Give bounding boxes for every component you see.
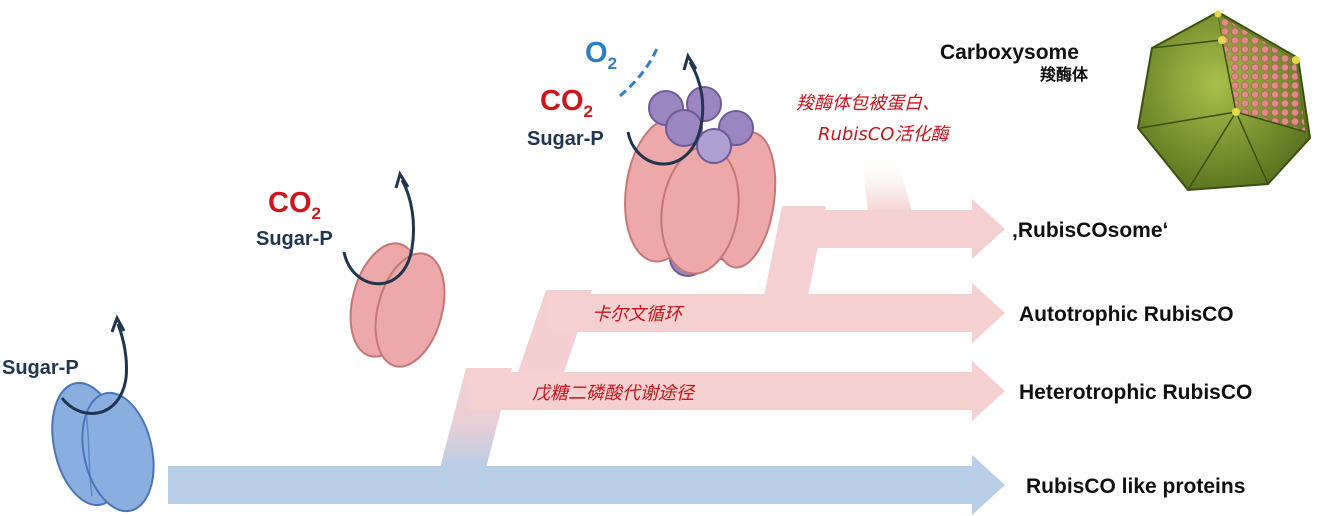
o2-label-stage3: O2 [585,37,617,73]
co2-label-stage3: CO2 [540,85,593,121]
carboxysome-illustration [1136,10,1312,192]
co2-subscript-stage3: 2 [584,102,593,121]
co2-main-text-stage3: CO [540,85,584,117]
co2-main-text: CO [268,187,312,219]
rubisco-like-protein [51,381,155,513]
o2-subscript: 2 [608,54,617,73]
sugar-p-label-stage1: Sugar-P [2,357,79,379]
sugar-p-arrow-stage1 [60,314,128,415]
sugar-p-label-stage3: Sugar-P [527,128,604,150]
branch-label-rubiscosome: ‚RubisCOsome‘ [1012,219,1168,242]
o2-dashed-arc [619,45,660,98]
rubisco-dimer-protein [349,242,446,368]
carboxysome-label-cn: 羧酶体 [1040,65,1089,84]
annotation-pentose-pathway: 戊糖二磷酸代谢途径 [532,383,696,404]
branch-label-autotrophic: Autotrophic RubisCO [1019,303,1234,326]
o2-main-text: O [585,37,608,69]
carboxysome-protein-inflow [862,160,912,212]
branch-label-rubisco-like: RubisCO like proteins [1026,475,1245,498]
pathway-arrows [168,160,1005,515]
annotation-carboxysome-proteins-line2: RubisCO活化酶 [818,124,951,145]
arrow-rubisco-like-proteins [168,455,1005,515]
annotation-calvin-cycle: 卡尔文循环 [592,304,685,325]
arrow-heterotrophic-rubisco [468,361,1005,421]
carboxysome-label: Carboxysome [940,41,1079,64]
co2-label-stage2: CO2 [268,187,321,223]
sugar-p-label-stage2: Sugar-P [256,228,333,250]
rubisco-hexadecamer-protein [624,86,777,277]
sugar-p-arrow-stage2 [342,170,416,286]
annotation-carboxysome-proteins-line1: 羧酶体包被蛋白、 [796,93,940,114]
co2-subscript: 2 [312,204,321,223]
sugar-p-arrow-stage3 [626,52,705,166]
branch-label-heterotrophic: Heterotrophic RubisCO [1019,381,1252,404]
arrow-rubiscosome [790,199,1005,259]
arrow-autotrophic-rubisco [548,283,1005,343]
